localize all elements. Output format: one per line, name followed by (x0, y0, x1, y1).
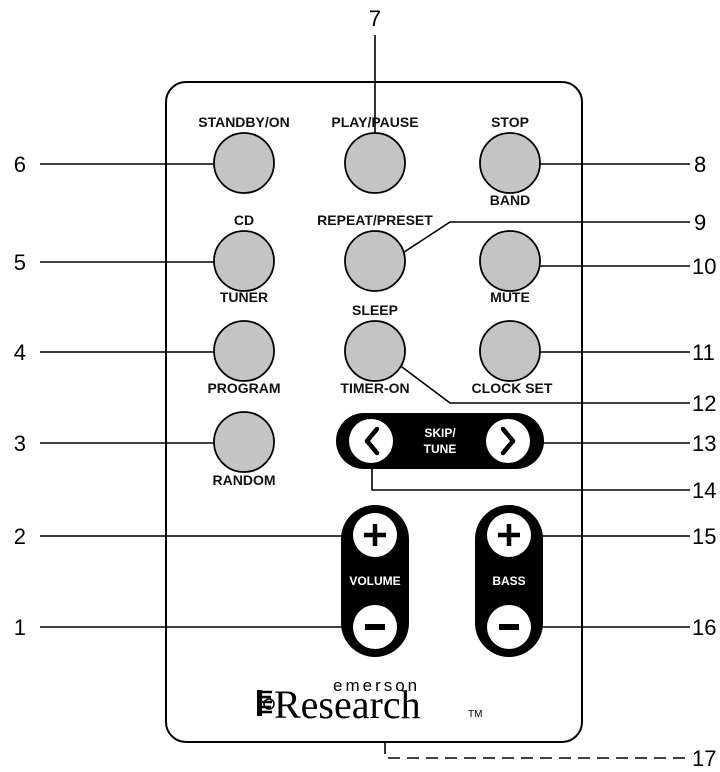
callout-11: 11 (692, 340, 715, 365)
chevron-left-icon (364, 426, 380, 456)
leader-9 (394, 221, 690, 259)
program-button[interactable] (213, 320, 275, 382)
brand-small-text: emerson (333, 676, 420, 695)
brand-big-text: Research (274, 682, 421, 727)
callout-16: 16 (692, 615, 716, 640)
play-pause-button[interactable] (344, 132, 406, 194)
program-label: PROGRAM (207, 380, 280, 396)
callout-3: 3 (14, 431, 26, 456)
volume-rocker: VOLUME (341, 505, 409, 657)
callout-17: 17 (692, 746, 716, 771)
leader-12 (393, 360, 690, 404)
emerson-emblem-icon (257, 690, 275, 716)
callout-13: 13 (692, 431, 716, 456)
bass-label: BASS (492, 574, 525, 588)
callout-8: 8 (694, 152, 706, 177)
clock-set-label: CLOCK SET (472, 380, 553, 396)
callout-12: 12 (692, 391, 716, 416)
brand-logo: emerson Research TM (257, 676, 482, 727)
trademark-text: TM (468, 709, 482, 720)
band-label: BAND (490, 192, 530, 208)
stop-band-button[interactable] (479, 132, 541, 194)
repeat-preset-button[interactable] (344, 230, 406, 292)
volume-label: VOLUME (349, 574, 400, 588)
play-pause-label: PLAY/PAUSE (331, 114, 418, 130)
cd-tuner-button[interactable] (213, 230, 275, 292)
plus-icon (364, 524, 386, 546)
bass-rocker: BASS (475, 505, 543, 657)
repeat-preset-label: REPEAT/PRESET (317, 212, 433, 228)
random-label: RANDOM (213, 472, 276, 488)
callout-numbers: 7 6 8 9 5 10 4 11 12 3 13 14 2 15 1 16 1… (14, 6, 717, 771)
minus-icon (499, 624, 519, 630)
leader-17 (384, 742, 690, 759)
callout-10: 10 (692, 254, 716, 279)
callout-4: 4 (14, 340, 26, 365)
mute-button[interactable] (479, 230, 541, 292)
cd-label: CD (234, 212, 254, 228)
leader-lines (40, 35, 690, 759)
chevron-right-icon (500, 426, 516, 456)
tune-label: TUNE (424, 442, 457, 456)
callout-5: 5 (14, 250, 26, 275)
callout-15: 15 (692, 524, 716, 549)
standby-on-button[interactable] (213, 132, 275, 194)
mute-label: MUTE (490, 289, 530, 305)
callout-1: 1 (14, 615, 26, 640)
random-button[interactable] (213, 411, 275, 473)
stop-label: STOP (491, 114, 529, 130)
timer-on-label: TIMER-ON (340, 380, 409, 396)
skip-back-button[interactable] (349, 419, 393, 463)
callout-9: 9 (694, 210, 706, 235)
plus-icon (498, 524, 520, 546)
skip-label: SKIP/ (424, 426, 456, 440)
callout-2: 2 (14, 524, 26, 549)
skip-tune-rocker: SKIP/ TUNE (336, 413, 544, 469)
callout-14: 14 (692, 478, 716, 503)
tuner-label: TUNER (220, 289, 268, 305)
sleep-label: SLEEP (352, 302, 398, 318)
round-buttons (213, 132, 541, 473)
standby-on-label: STANDBY/ON (198, 114, 290, 130)
minus-icon (365, 624, 385, 630)
clock-set-button[interactable] (479, 320, 541, 382)
callout-6: 6 (14, 152, 26, 177)
button-labels: STANDBY/ON PLAY/PAUSE STOP BAND CD TUNER… (198, 114, 553, 488)
skip-forward-button[interactable] (486, 419, 530, 463)
sleep-timer-button[interactable] (344, 320, 406, 382)
callout-7: 7 (369, 6, 381, 31)
